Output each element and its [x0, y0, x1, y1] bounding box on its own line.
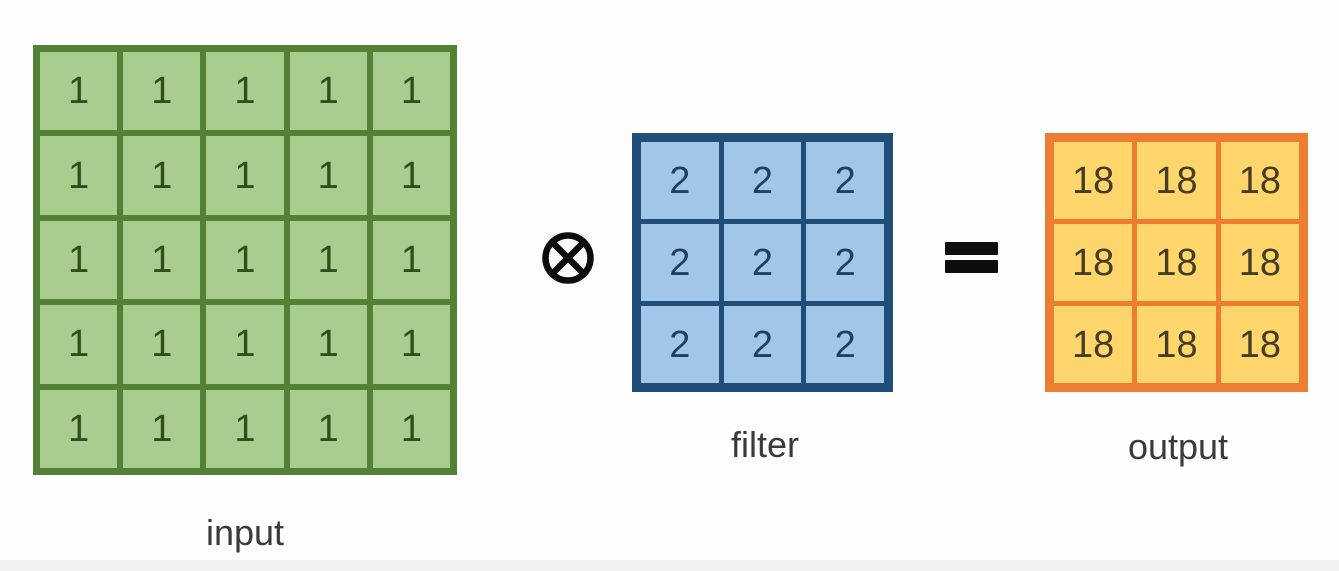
input-cell: 1 — [206, 136, 284, 215]
equals-icon — [945, 242, 998, 273]
filter-cell: 2 — [723, 306, 802, 383]
input-grid: 1 1 1 1 1 1 1 1 1 1 1 1 1 1 1 1 1 1 1 1 … — [33, 45, 457, 475]
filter-cell: 2 — [806, 142, 884, 219]
output-cell: 18 — [1137, 306, 1216, 383]
input-cell: 1 — [123, 389, 201, 468]
input-cell: 1 — [289, 389, 367, 468]
input-cell: 1 — [40, 305, 118, 384]
output-cell: 18 — [1137, 224, 1216, 301]
output-grid-label: output — [1127, 426, 1229, 467]
input-cell: 1 — [289, 220, 367, 300]
output-cell: 18 — [1220, 306, 1299, 383]
filter-grid: 2 2 2 2 2 2 2 2 2 — [632, 133, 893, 392]
input-cell: 1 — [123, 220, 201, 300]
input-cell: 1 — [206, 220, 284, 300]
input-cell: 1 — [289, 305, 367, 384]
input-cell: 1 — [123, 136, 201, 215]
equals-bar-bottom — [945, 260, 998, 273]
input-grid-label: input — [205, 512, 285, 553]
input-cell: 1 — [206, 389, 284, 468]
filter-cell: 2 — [806, 224, 884, 301]
output-cell: 18 — [1220, 224, 1299, 301]
output-grid: 18 18 18 18 18 18 18 18 18 — [1045, 133, 1308, 392]
output-cell: 18 — [1054, 142, 1133, 219]
input-cell: 1 — [206, 305, 284, 384]
input-cell: 1 — [123, 52, 201, 131]
input-cell: 1 — [289, 136, 367, 215]
filter-cell: 2 — [723, 224, 802, 301]
filter-cell: 2 — [723, 142, 802, 219]
filter-cell: 2 — [806, 306, 884, 383]
input-cell: 1 — [372, 136, 450, 215]
filter-cell: 2 — [641, 224, 719, 301]
equals-bar-top — [945, 242, 998, 255]
input-cell: 1 — [40, 52, 118, 131]
output-cell: 18 — [1137, 142, 1216, 219]
filter-grid-label: filter — [730, 424, 800, 465]
input-cell: 1 — [40, 389, 118, 468]
input-cell: 1 — [40, 220, 118, 300]
input-cell: 1 — [206, 52, 284, 131]
filter-cell: 2 — [641, 306, 719, 383]
circled-times-icon — [542, 232, 594, 284]
input-cell: 1 — [372, 220, 450, 300]
bottom-strip — [0, 560, 1339, 571]
output-cell: 18 — [1054, 306, 1133, 383]
input-cell: 1 — [372, 389, 450, 468]
input-cell: 1 — [123, 305, 201, 384]
input-cell: 1 — [289, 52, 367, 131]
input-cell: 1 — [372, 52, 450, 131]
output-cell: 18 — [1054, 224, 1133, 301]
input-cell: 1 — [40, 136, 118, 215]
output-cell: 18 — [1220, 142, 1299, 219]
filter-cell: 2 — [641, 142, 719, 219]
input-cell: 1 — [372, 305, 450, 384]
